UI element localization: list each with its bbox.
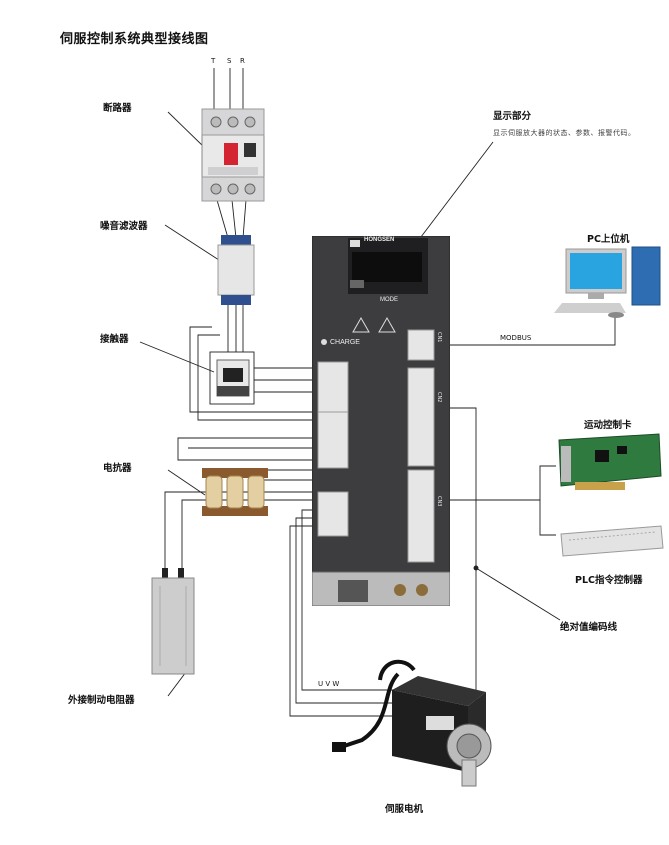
plc-label: PLC指令控制器 bbox=[575, 575, 643, 586]
phase-label-r: R bbox=[240, 57, 245, 65]
servo-motor-label: 伺服电机 bbox=[385, 804, 424, 815]
pc-label: PC上位机 bbox=[587, 234, 630, 245]
servo-drive-image bbox=[312, 236, 450, 606]
reactor-image bbox=[202, 468, 268, 516]
display-description: 显示伺服放大器的状态、参数、报警代码。 bbox=[493, 129, 636, 137]
servo-motor-image bbox=[332, 659, 492, 787]
page-title: 伺服控制系统典型接线图 bbox=[60, 32, 209, 47]
encoder-cable-label: 绝对值编码线 bbox=[560, 622, 618, 633]
breaker-label: 断路器 bbox=[103, 103, 132, 114]
drive-cn2-label: CN2 bbox=[436, 392, 442, 403]
uvw-label: U V W bbox=[318, 680, 340, 688]
noise-filter-image bbox=[217, 235, 255, 305]
drive-brand: HONGSEN bbox=[364, 237, 395, 243]
phase-label-t: T bbox=[211, 57, 216, 65]
contactor-image bbox=[216, 359, 250, 397]
noise-filter-label: 噪音滤波器 bbox=[100, 221, 148, 232]
drive-cn3-label: CN3 bbox=[436, 496, 442, 507]
pc-image bbox=[554, 246, 661, 318]
phase-label-s: S bbox=[227, 57, 232, 65]
circuit-breaker-image bbox=[201, 108, 265, 202]
drive-cn1-label: CN1 bbox=[436, 332, 442, 343]
contactor-label: 接触器 bbox=[100, 334, 129, 345]
display-label: 显示部分 bbox=[493, 111, 532, 122]
modbus-label: MODBUS bbox=[500, 334, 532, 342]
motion-card-image bbox=[558, 433, 662, 490]
motion-card-label: 运动控制卡 bbox=[584, 420, 632, 431]
reactor-label: 电抗器 bbox=[103, 463, 132, 474]
brake-resistor-image bbox=[151, 568, 195, 675]
drive-charge-label: CHARGE bbox=[330, 339, 360, 346]
drive-mode-key: MODE bbox=[380, 297, 398, 303]
plc-image bbox=[560, 525, 664, 557]
brake-resistor-label: 外接制动电阻器 bbox=[68, 695, 135, 706]
